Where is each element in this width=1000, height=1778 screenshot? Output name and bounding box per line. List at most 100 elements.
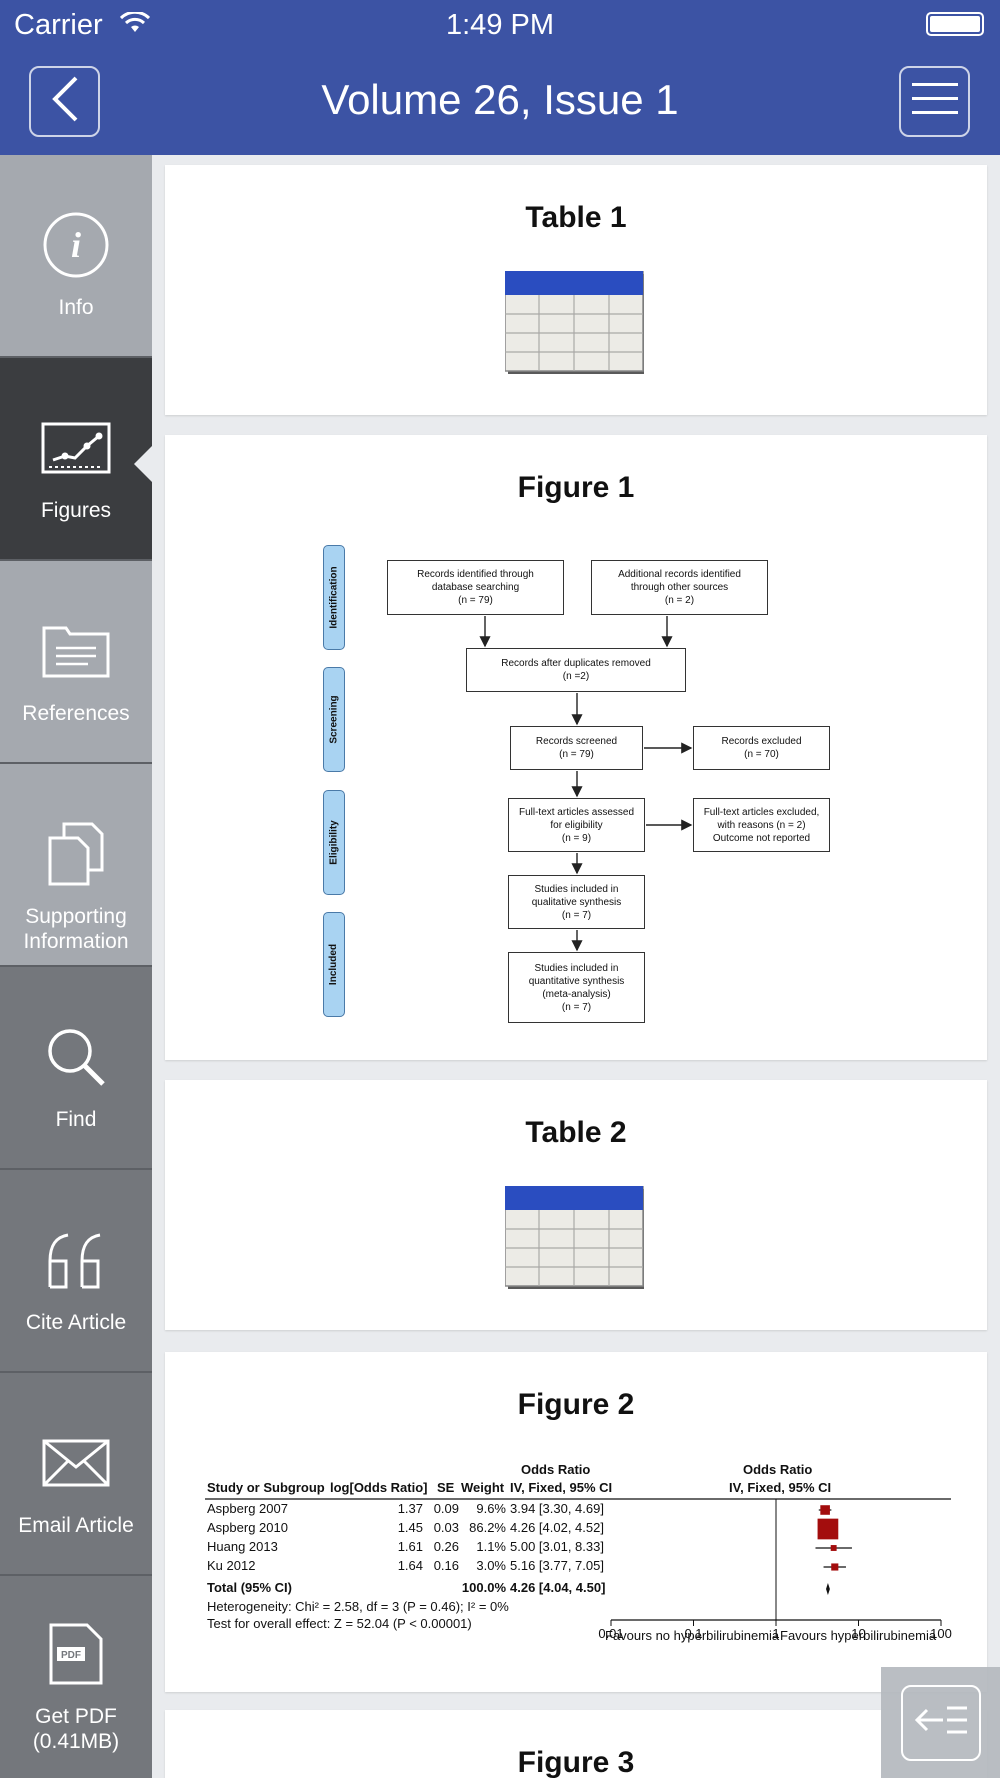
pdf-icon: PDF (49, 1614, 103, 1694)
table1-title: Table 1 (525, 201, 627, 234)
figure1-title: Figure 1 (517, 471, 635, 504)
forest-x-tick-label: 1 (772, 1626, 779, 1641)
figure2-card[interactable]: Figure 2 Odds Ratio Odds Ratio Study or … (165, 1352, 987, 1692)
figure3-card[interactable]: Figure 3 (165, 1710, 987, 1778)
forest-row-weight: 3.0% (476, 1558, 506, 1573)
forest-row-study: Ku 2012 (207, 1558, 256, 1573)
sidebar-item-find[interactable]: Find (0, 967, 152, 1170)
forest-row-se: 0.16 (433, 1558, 459, 1573)
sidebar-label-get-pdf: Get PDF (0.41MB) (32, 1705, 120, 1753)
status-time: 1:49 PM (446, 9, 554, 41)
pdf-badge: PDF (61, 1650, 81, 1661)
forest-row-logor: 1.37 (397, 1501, 423, 1516)
forest-x-tick-label: 100 (930, 1626, 952, 1641)
forest-x-tick-label: 10 (851, 1626, 865, 1641)
table2-card[interactable]: Table 2 (165, 1080, 987, 1330)
forest-row-weight: 9.6% (476, 1501, 506, 1516)
phase-screening: Screening (323, 667, 345, 772)
forest-header-or-1: Odds Ratio (521, 1462, 591, 1477)
forest-favours-left: Favours no hyperbilirubinemia (605, 1628, 780, 1643)
back-button[interactable] (29, 66, 100, 137)
sidebar: i Info Figures References Supporting Inf… (0, 155, 152, 1778)
sidebar-label-email-article: Email Article (18, 1514, 134, 1537)
forest-row-study: Aspberg 2007 (207, 1501, 288, 1516)
forest-row-ci: 5.00 [3.01, 8.33] (510, 1539, 604, 1554)
table-thumbnail-icon (505, 1186, 644, 1289)
box-records-excluded: Records excluded(n = 70) (693, 726, 830, 770)
sidebar-label-figures: Figures (40, 499, 112, 522)
figures-list: Table 1 Figure 1 Identification Screenin… (152, 155, 1000, 1778)
forest-row-logor: 1.61 (397, 1539, 423, 1554)
forest-col-ci-plot: IV, Fixed, 95% CI (729, 1480, 832, 1495)
box-records-screened: Records screened(n = 79) (510, 726, 643, 770)
chart-icon (41, 408, 111, 488)
forest-row-ci: 3.94 [3.30, 4.69] (510, 1501, 604, 1516)
forest-study-marker (820, 1505, 830, 1515)
forest-total-weight: 100.0% (461, 1580, 506, 1595)
forest-study-marker (831, 1563, 839, 1571)
forest-col-logor: log[Odds Ratio] (330, 1480, 428, 1495)
flow-arrows (479, 616, 693, 952)
figure2-title: Figure 2 (517, 1388, 635, 1421)
forest-row-logor: 1.64 (397, 1558, 423, 1573)
phase-eligibility: Eligibility (323, 790, 345, 895)
table1-card[interactable]: Table 1 (165, 165, 987, 415)
flow-diagram: Identification Screening Eligibility Inc… (165, 435, 987, 1060)
forest-col-study: Study or Subgroup (207, 1480, 325, 1495)
sidebar-label-cite-article: Cite Article (25, 1311, 127, 1334)
forest-row-ci: 5.16 [3.77, 7.05] (510, 1558, 604, 1573)
envelope-icon (42, 1423, 110, 1503)
top-bar: Carrier 1:49 PM Volume 26, Issue 1 (0, 0, 1000, 155)
table-thumbnail-icon (505, 271, 644, 374)
active-indicator (134, 446, 152, 482)
forest-x-tick-label: 0.1 (684, 1626, 702, 1641)
carrier-label: Carrier (14, 9, 103, 41)
sidebar-item-supporting-information[interactable]: Supporting Information (0, 764, 152, 967)
forest-heterogeneity: Heterogeneity: Chi² = 2.58, df = 3 (P = … (207, 1599, 509, 1614)
box-fulltext-excluded: Full-text articles excluded,with reasons… (693, 798, 830, 852)
sidebar-item-get-pdf[interactable]: PDF Get PDF (0.41MB) (0, 1576, 152, 1778)
forest-header-or-2: Odds Ratio (743, 1462, 813, 1477)
forest-col-weight: Weight (461, 1480, 505, 1495)
status-bar: Carrier 1:49 PM (0, 0, 1000, 50)
hamburger-icon (911, 81, 958, 122)
sidebar-item-figures[interactable]: Figures (0, 358, 152, 561)
phase-identification: Identification (323, 545, 345, 650)
quote-icon (44, 1220, 108, 1300)
sidebar-item-cite-article[interactable]: Cite Article (0, 1170, 152, 1373)
figure1-card[interactable]: Figure 1 Identification Screening Eligib… (165, 435, 987, 1060)
info-icon: i (42, 205, 110, 285)
forest-row-weight: 1.1% (476, 1539, 506, 1554)
svg-text:i: i (71, 225, 81, 265)
sidebar-label-supporting-information: Supporting Information (23, 905, 129, 953)
forest-favours-right: Favours hyperbilirubinemia (780, 1628, 937, 1643)
forest-total-diamond (826, 1583, 830, 1595)
wifi-icon (119, 10, 151, 39)
contents-toggle-button[interactable] (881, 1667, 1000, 1778)
forest-plot: Odds Ratio Odds Ratio Study or Subgroup … (165, 1352, 987, 1692)
forest-col-se: SE (437, 1480, 455, 1495)
menu-button[interactable] (899, 66, 970, 137)
sidebar-item-email-article[interactable]: Email Article (0, 1373, 152, 1576)
forest-col-ci: IV, Fixed, 95% CI (510, 1480, 613, 1495)
documents-icon (48, 814, 104, 894)
forest-row-se: 0.09 (433, 1501, 459, 1516)
forest-row-study: Huang 2013 (207, 1539, 278, 1554)
forest-row-se: 0.26 (433, 1539, 459, 1554)
folder-icon (42, 611, 110, 691)
forest-row-se: 0.03 (433, 1520, 459, 1535)
sidebar-item-references[interactable]: References (0, 561, 152, 764)
page-title: Volume 26, Issue 1 (321, 76, 679, 123)
sidebar-item-info[interactable]: i Info (0, 155, 152, 358)
sidebar-label-find: Find (55, 1108, 97, 1131)
phase-included: Included (323, 912, 345, 1017)
forest-overall-effect: Test for overall effect: Z = 52.04 (P < … (207, 1616, 472, 1631)
forest-row-ci: 4.26 [4.02, 4.52] (510, 1520, 604, 1535)
forest-total-label: Total (95% CI) (207, 1580, 292, 1595)
forest-total-ci: 4.26 [4.04, 4.50] (510, 1580, 606, 1595)
